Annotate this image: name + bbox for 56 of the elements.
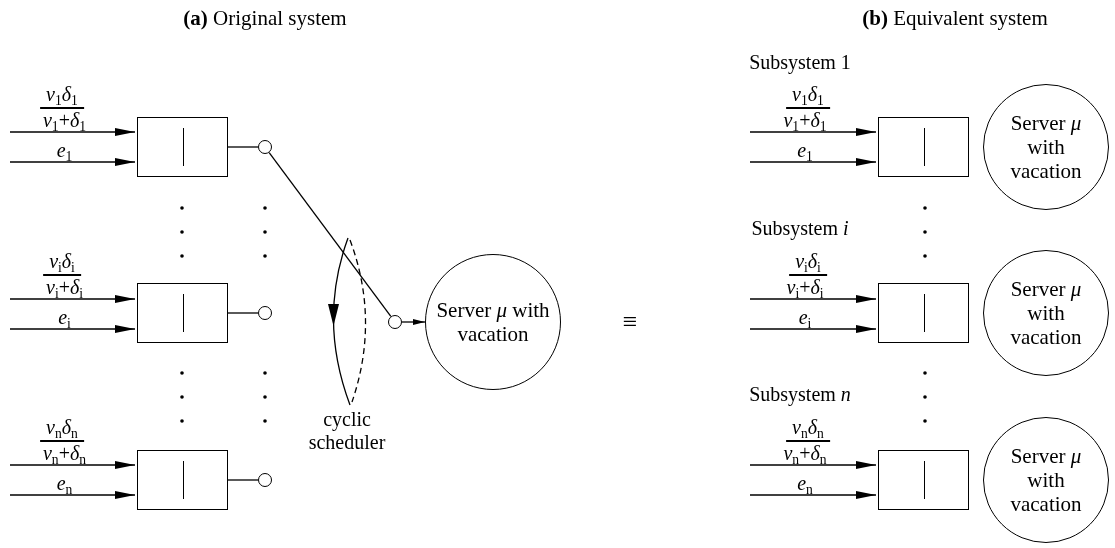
edge-label: e$_{1}$: [797, 139, 813, 161]
queue-box: [137, 283, 228, 343]
fraction-numerator: ν$_{n}$δ$_{n}$: [40, 416, 84, 442]
arrow: [749, 491, 877, 499]
arrow: [749, 295, 877, 303]
edge-label: ν$_{i}$+δ$_{i}$: [786, 276, 824, 298]
fraction-numerator: ν$_{1}$δ$_{1}$: [786, 83, 830, 109]
fraction-numerator: ν$_{i}$δ$_{i}$: [789, 250, 827, 276]
queue-box: [878, 450, 969, 510]
text-label: (b) Equivalent system: [862, 6, 1048, 31]
connector-line: [227, 479, 259, 481]
text-label: Subsystem 1: [749, 51, 851, 74]
queue-box: [137, 117, 228, 177]
text-label: (a) Original system: [183, 6, 347, 31]
server-label: Server μ with vacation: [1009, 443, 1083, 517]
arrow: [9, 491, 136, 499]
queue-box: [878, 117, 969, 177]
connector-line: [227, 146, 259, 148]
edge-label: ν$_{n}$+δ$_{n}$: [783, 442, 827, 464]
fraction-numerator: ν$_{n}$δ$_{n}$: [786, 416, 830, 442]
arrow: [9, 325, 136, 333]
arrow: [749, 461, 877, 469]
edge-label: e$_{n}$: [56, 472, 73, 494]
queue-box: [137, 450, 228, 510]
arrow: [749, 325, 877, 333]
connector-line: [268, 151, 392, 318]
fraction-numerator: ν$_{i}$δ$_{i}$: [43, 250, 81, 276]
arrow: [9, 461, 136, 469]
edge-label: ν$_{1}$+δ$_{1}$: [783, 109, 827, 131]
server-label: Server μ with vacation: [1009, 276, 1083, 350]
edge-label: ν$_{1}$+δ$_{1}$: [42, 109, 87, 131]
edge-label: ν$_{i}$+δ$_{i}$: [46, 276, 83, 298]
switch-contact: [258, 473, 272, 487]
arrow: [9, 158, 136, 166]
text-label: cyclic scheduler: [307, 408, 387, 454]
arrow: [9, 128, 136, 136]
switch-contact: [258, 306, 272, 320]
edge-label: e$_{i}$: [58, 306, 71, 328]
arrow: [749, 158, 877, 166]
arrow: [401, 319, 426, 325]
queue-box: [878, 283, 969, 343]
edge-label: e$_{n}$: [797, 472, 813, 494]
edge-label: ν$_{n}$+δ$_{n}$: [42, 442, 87, 464]
text-label: Subsystem i: [751, 217, 849, 240]
switch-contact: [388, 315, 402, 329]
connector-line: [227, 312, 259, 314]
arrow: [9, 295, 136, 303]
fraction-numerator: ν$_{1}$δ$_{1}$: [40, 83, 84, 109]
arrow: [749, 128, 877, 136]
switch-contact: [258, 140, 272, 154]
edge-label: e$_{i}$: [798, 306, 812, 328]
text-label: Subsystem n: [749, 383, 851, 406]
server-label: Server μ with vacation: [435, 297, 551, 347]
text-label: ≡: [622, 307, 638, 337]
edge-label: e$_{1}$: [56, 139, 73, 161]
server-label: Server μ with vacation: [1009, 110, 1083, 184]
